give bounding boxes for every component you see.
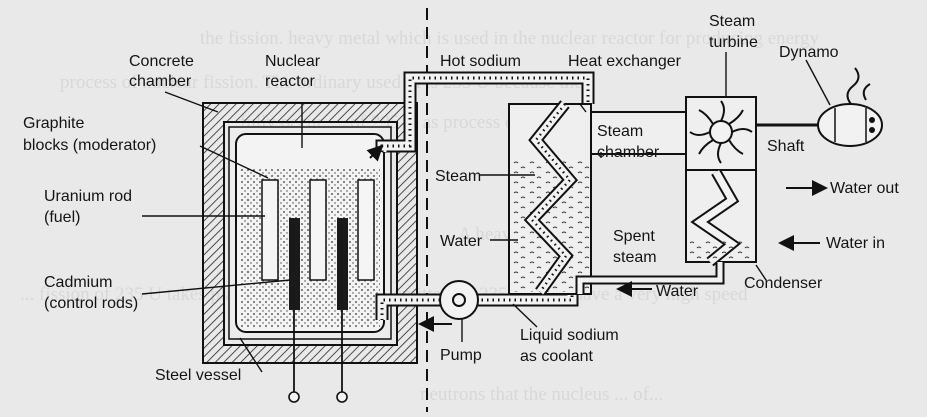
label-water: Water [440, 233, 483, 250]
water-return-pipe [575, 262, 725, 294]
label-pump: Pump [440, 347, 482, 364]
label-steam-1: Steam [709, 13, 755, 30]
label-blocks-moderator: blocks (moderator) [23, 137, 156, 154]
label-steam-chamber-1: Steam [597, 123, 643, 140]
label-water-in: Water in [826, 235, 885, 252]
label-dynamo: Dynamo [779, 44, 839, 61]
label-water-out: Water out [830, 180, 899, 197]
label-steam: Steam [435, 168, 481, 185]
labels: Concrete chamber Nuclear reactor Graphit… [23, 13, 899, 384]
label-concrete: Concrete [129, 53, 194, 70]
pump [439, 280, 479, 320]
leader-lines [141, 52, 831, 373]
label-turbine: turbine [709, 34, 758, 51]
concrete-chamber [202, 102, 418, 364]
uranium-rods [261, 179, 375, 281]
heat-exchanger [508, 100, 592, 296]
label-as-coolant: as coolant [520, 348, 593, 365]
label-water-bottom: Water [656, 283, 699, 300]
label-fuel: (fuel) [44, 209, 80, 226]
label-liquid-sodium: Liquid sodium [520, 327, 619, 344]
label-nuclear: Nuclear [265, 53, 321, 70]
label-steam-chamber-2: chamber [597, 144, 660, 161]
label-reactor: reactor [265, 73, 315, 90]
label-graphite: Graphite [23, 115, 84, 132]
label-shaft: Shaft [767, 138, 805, 155]
condenser [685, 169, 757, 267]
flow-arrows [366, 144, 828, 332]
label-cadmium: Cadmium [44, 274, 112, 291]
label-hot-sodium: Hot sodium [440, 53, 521, 70]
cadmium-control-rods [288, 218, 348, 403]
label-uranium-rod: Uranium rod [44, 188, 132, 205]
dynamo [817, 67, 883, 147]
label-spent-steam: steam [613, 249, 657, 266]
steam-turbine [685, 96, 757, 172]
label-steel-vessel: Steel vessel [155, 367, 241, 384]
bg-line-6: neutrons that the nucleus ... of... [420, 384, 663, 405]
bg-line-1: the fission. heavy metal which is used i… [200, 28, 820, 49]
label-heat-exchanger: Heat exchanger [568, 53, 682, 70]
label-spent: Spent [613, 228, 655, 245]
label-control-rods: (control rods) [44, 295, 138, 312]
label-chamber: chamber [129, 73, 192, 90]
label-condenser: Condenser [744, 275, 823, 292]
